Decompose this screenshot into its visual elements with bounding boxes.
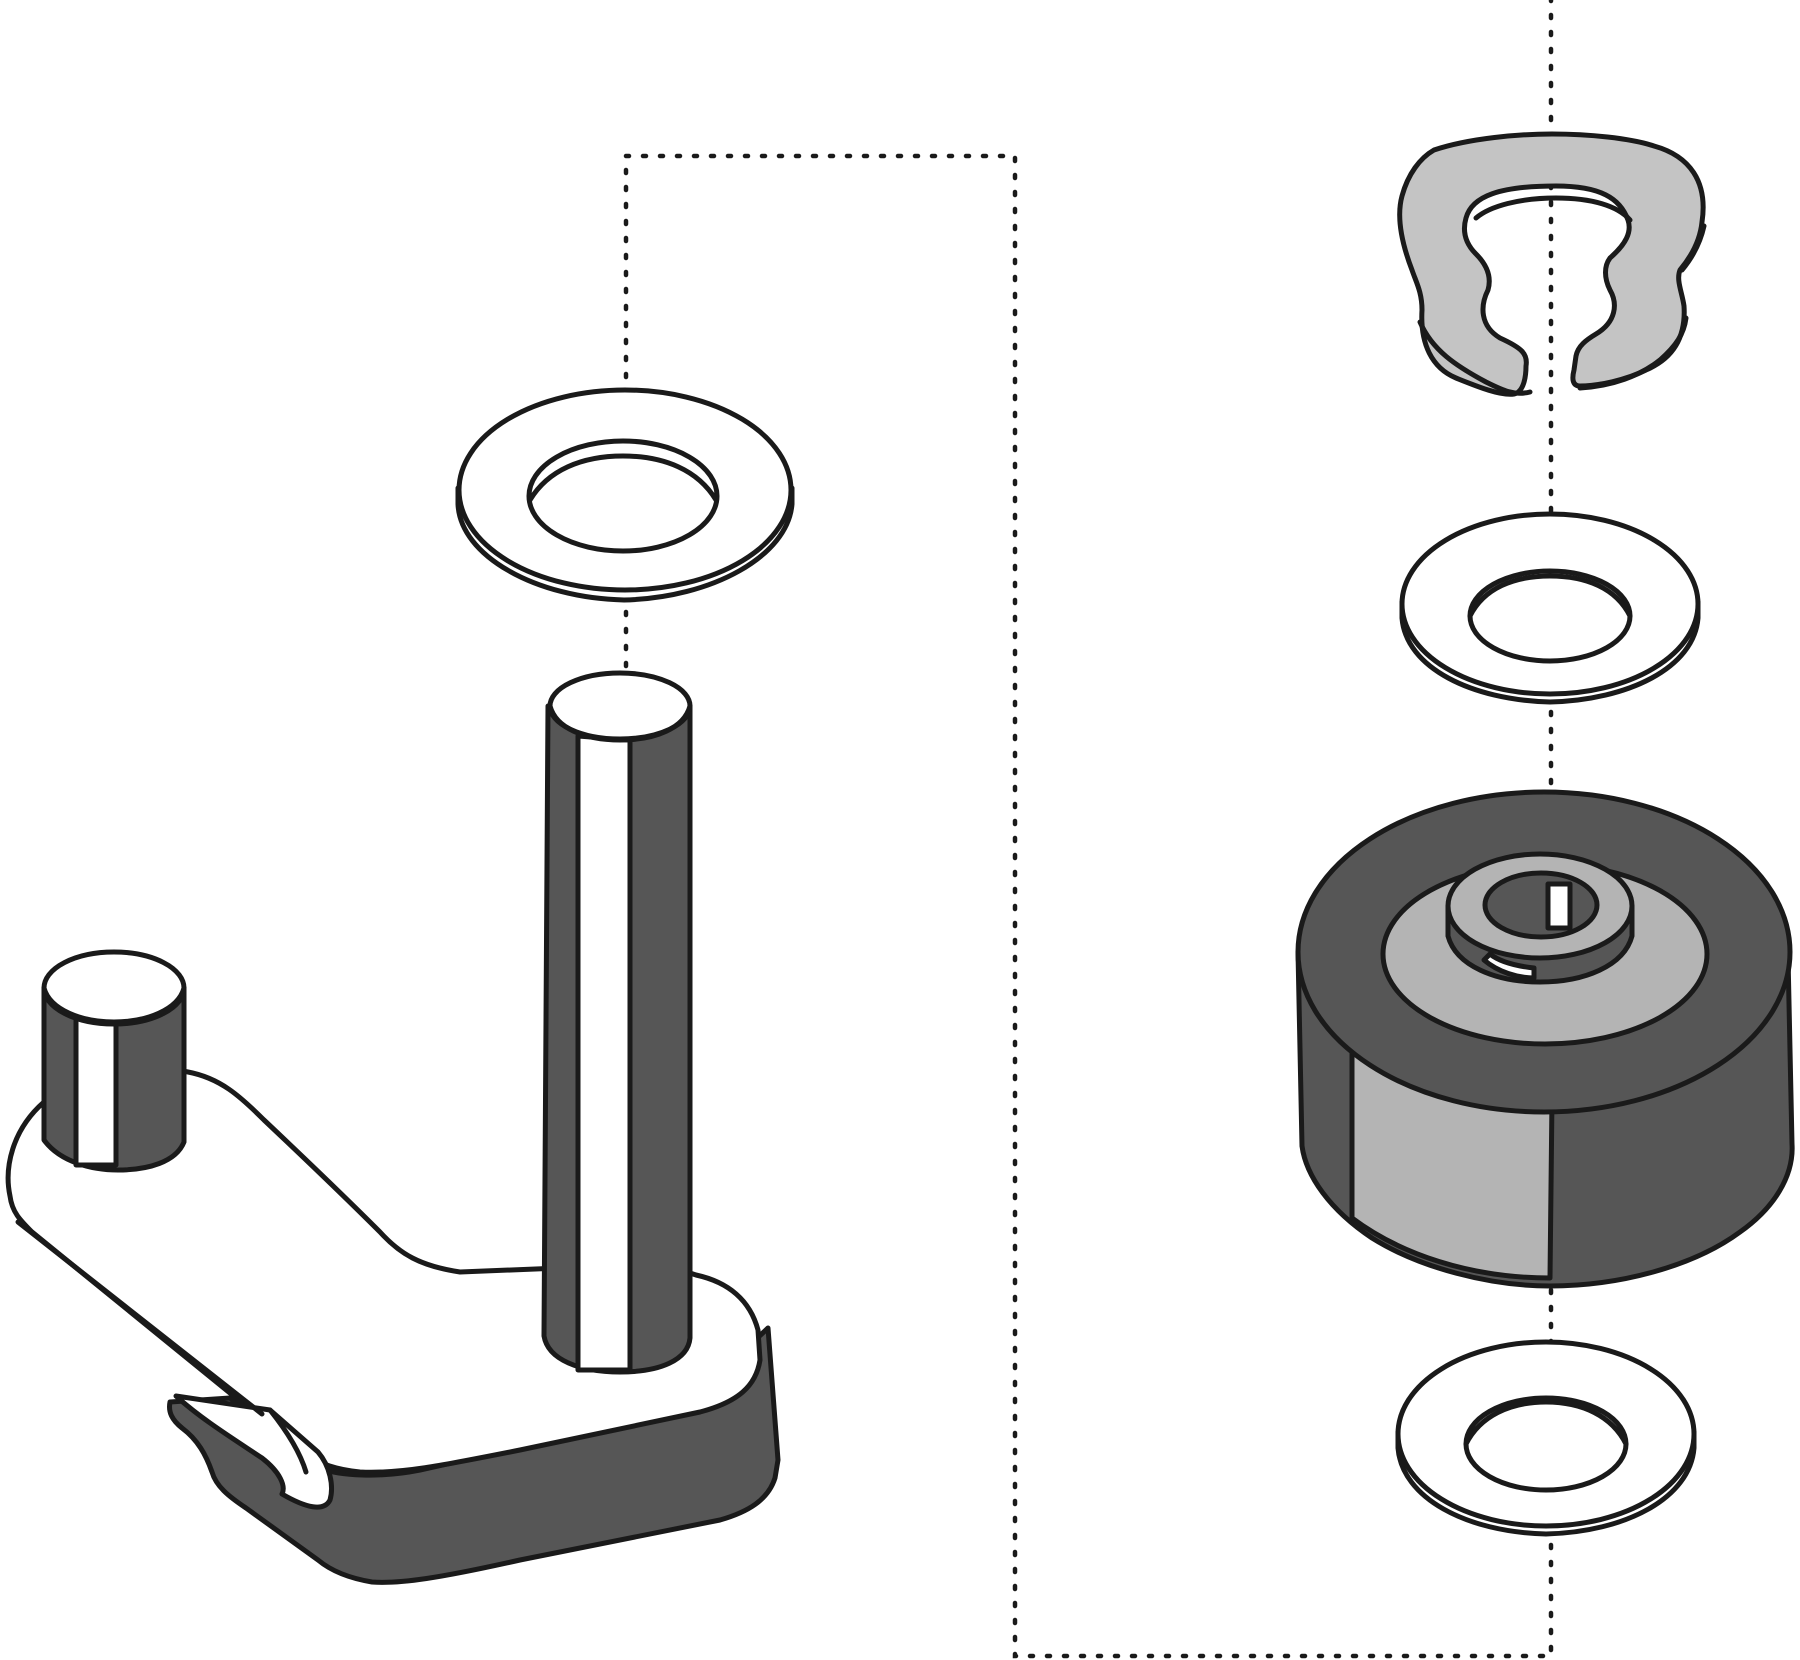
roller-wheel-bore-highlight: [1545, 881, 1573, 931]
upper-washer: [1399, 511, 1701, 705]
roller-wheel: [1295, 789, 1795, 1289]
lever-arm: [5, 1065, 781, 1585]
lever-stud: [41, 949, 187, 1173]
lower-washer-hole: [1463, 1399, 1629, 1447]
axle-pin: [541, 670, 693, 1375]
lever-arm-curl: [173, 1393, 334, 1510]
roller-wheel-bore: [1482, 870, 1600, 940]
axle-washer-hole: [527, 453, 719, 503]
lever-arm-fold: [267, 1407, 309, 1475]
lever-arm-edge: [15, 1219, 265, 1417]
lower-washer: [1395, 1339, 1697, 1537]
axle-pin-highlight: [575, 733, 633, 1373]
axle-washer: [455, 387, 795, 603]
upper-washer-hole: [1467, 573, 1633, 619]
retaining-clip: [1397, 131, 1707, 397]
